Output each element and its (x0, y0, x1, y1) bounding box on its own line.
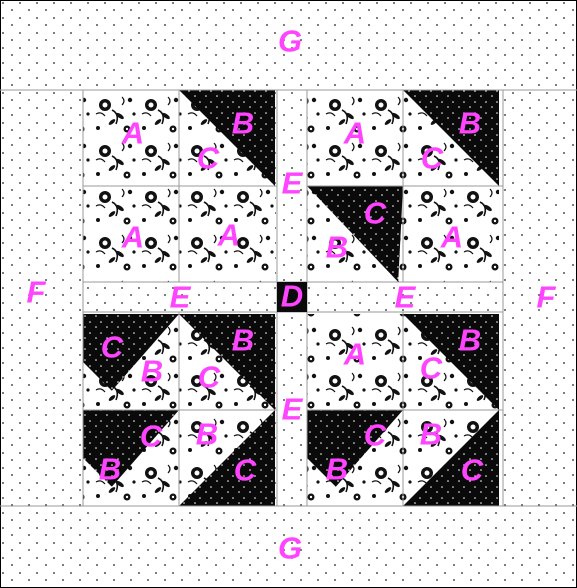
label-b: B (326, 452, 348, 487)
label-c: C (364, 418, 387, 453)
label-f-left: F (27, 275, 47, 310)
label-g-top: G (278, 24, 302, 59)
label-e-top: E (282, 166, 304, 201)
label-b: B (232, 323, 254, 358)
label-b: B (326, 230, 348, 265)
label-b: B (99, 452, 121, 487)
label-c: C (140, 419, 163, 454)
label-a: A (217, 218, 240, 253)
label-c: C (234, 453, 257, 488)
label-b: B (141, 354, 163, 389)
label-a: A (440, 220, 463, 255)
label-c: C (364, 196, 387, 231)
label-c: C (461, 453, 484, 488)
label-a: A (121, 220, 144, 255)
label-f-right: F (537, 280, 557, 315)
label-d-center: D (281, 279, 303, 314)
label-c: C (420, 351, 443, 386)
label-e-bottom: E (282, 392, 304, 427)
label-e-right: E (395, 280, 417, 315)
label-b: B (459, 106, 481, 141)
label-c: C (197, 141, 220, 176)
label-b: B (420, 417, 442, 452)
label-b: B (196, 417, 218, 452)
label-c: C (198, 360, 221, 395)
label-c: C (421, 141, 444, 176)
label-e-left: E (170, 280, 192, 315)
label-c: C (101, 330, 124, 365)
label-g-bottom: G (278, 531, 302, 566)
label-a: A (121, 116, 144, 151)
label-b: B (459, 323, 481, 358)
label-a: A (343, 337, 366, 372)
label-b: B (232, 106, 254, 141)
label-a: A (343, 116, 366, 151)
